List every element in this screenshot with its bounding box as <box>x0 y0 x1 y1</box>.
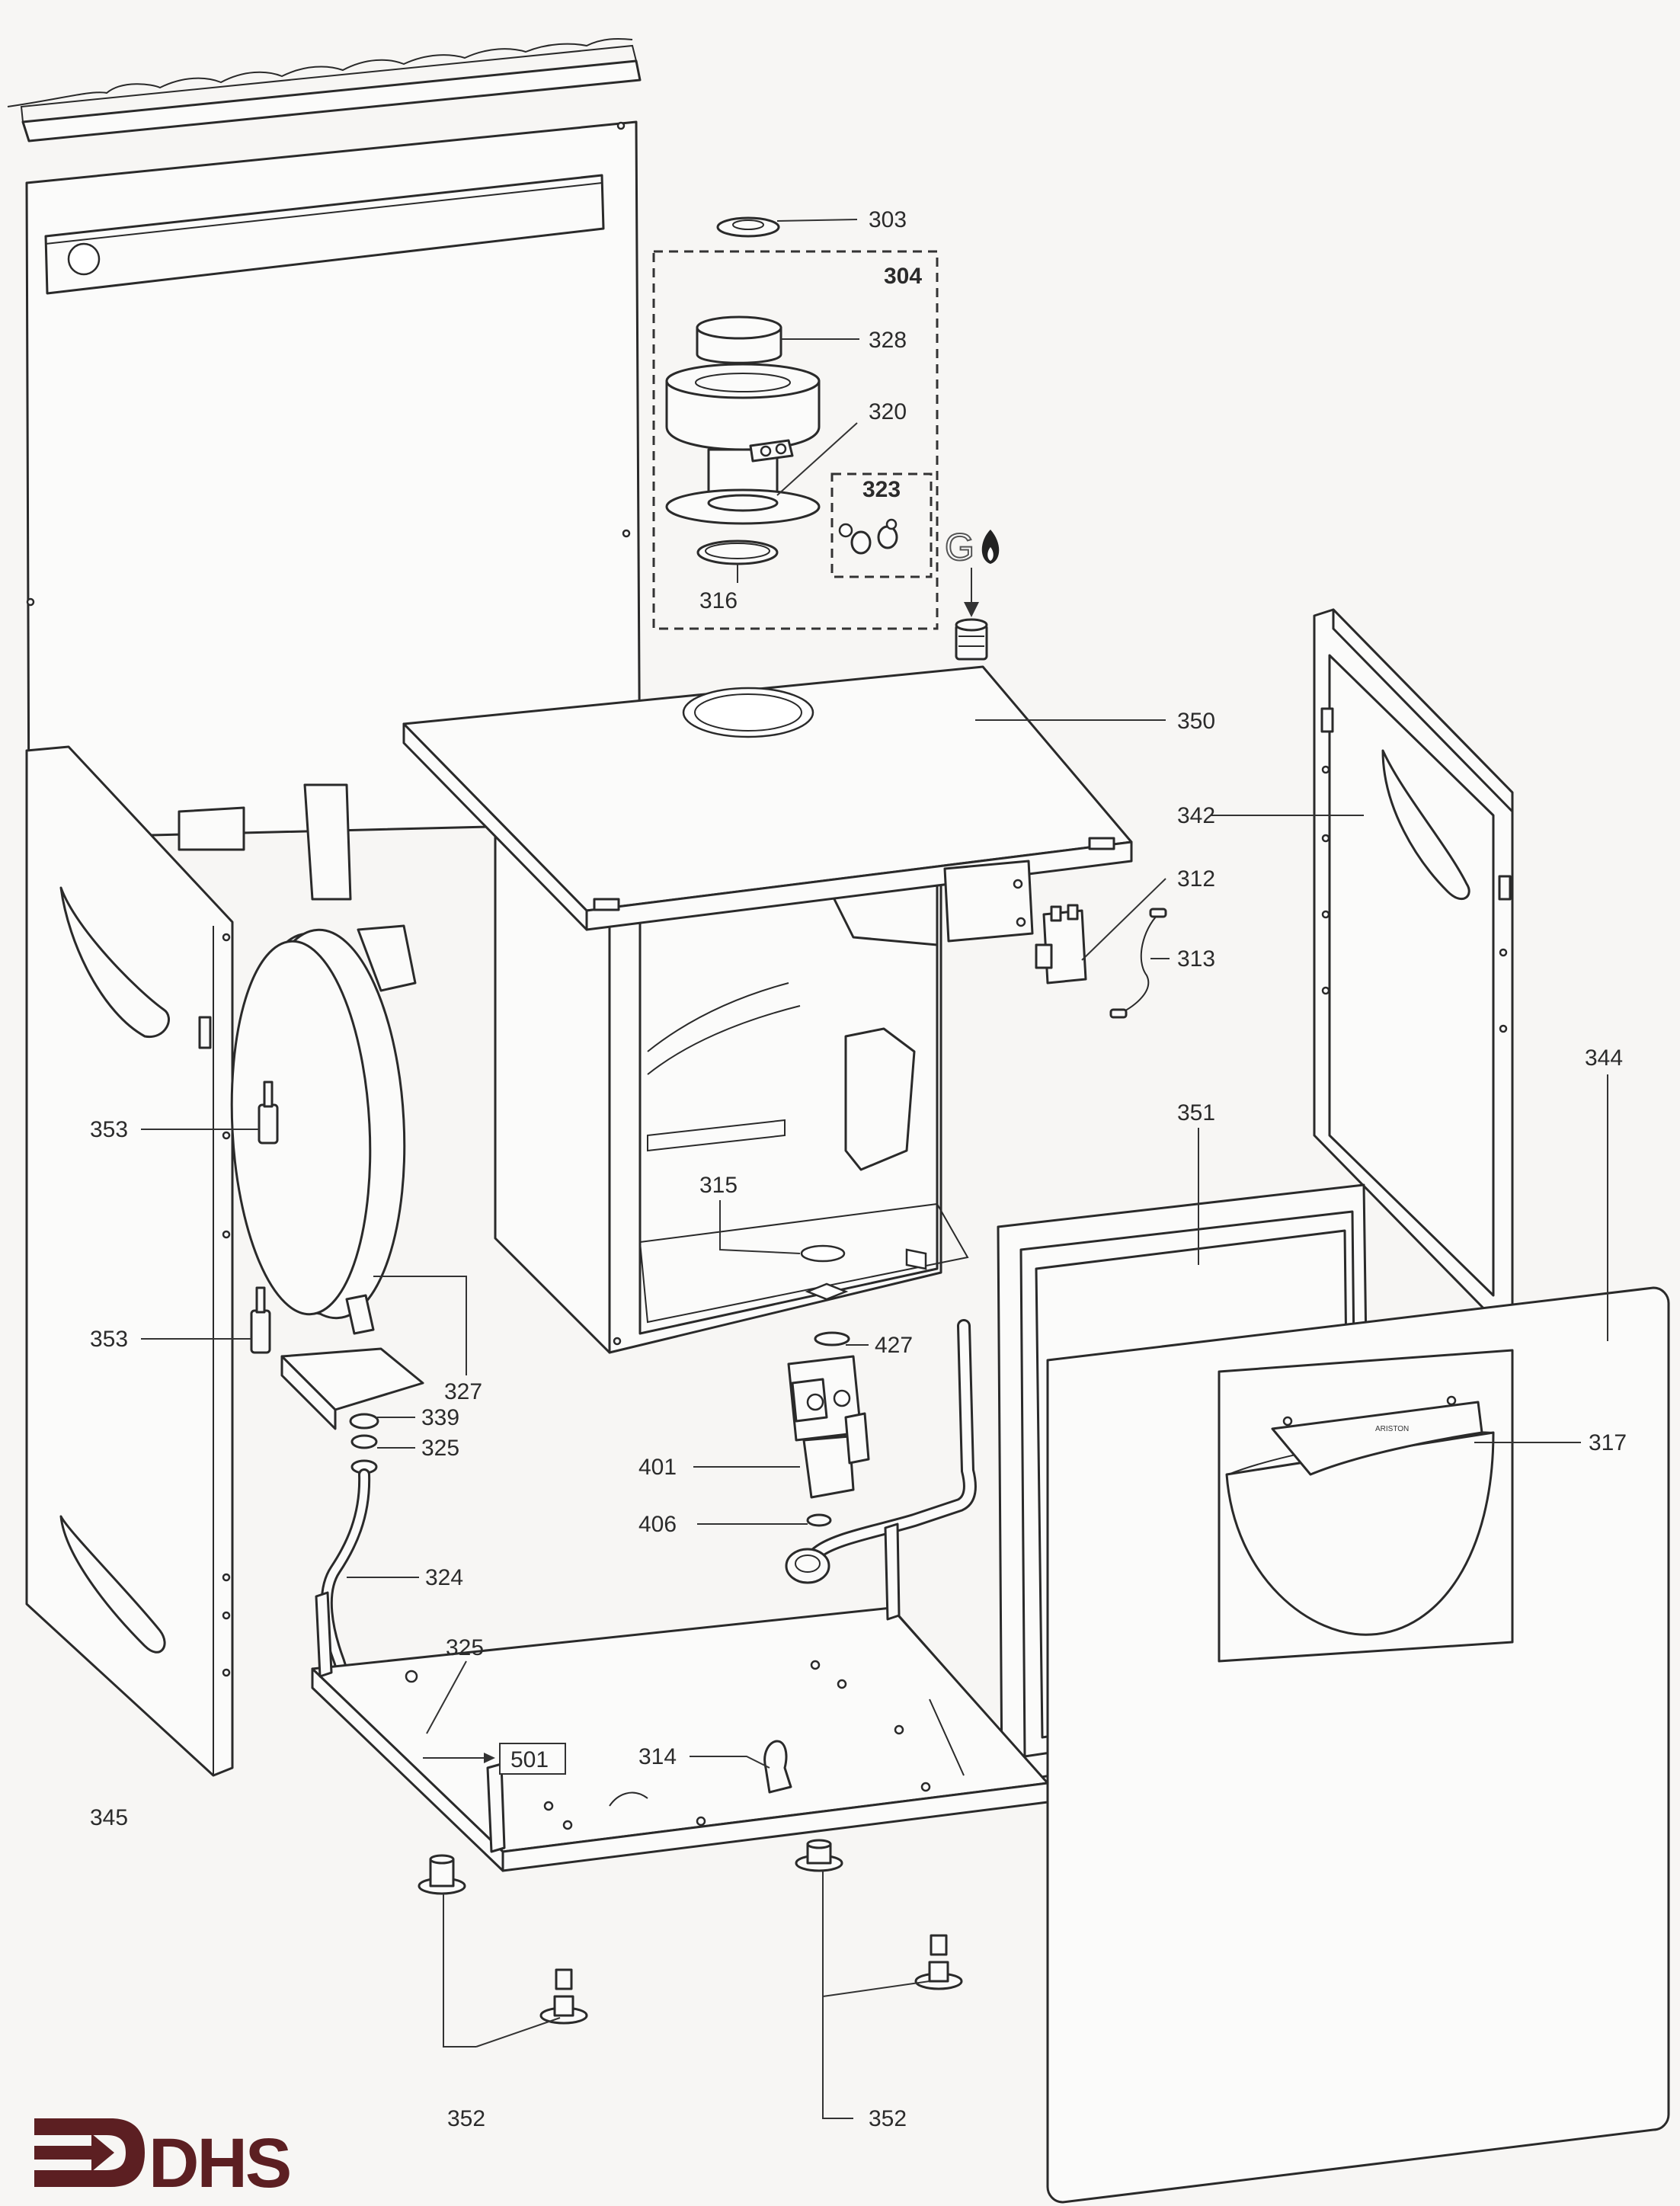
burner-port <box>800 1244 846 1263</box>
door-bowl <box>1225 1431 1495 1636</box>
callout-320: 320 <box>869 399 907 424</box>
callout-315: 315 <box>699 1173 738 1198</box>
clip-353-lower <box>250 1286 271 1354</box>
expansion-vessel <box>178 783 417 1335</box>
callout-328: 328 <box>869 328 907 353</box>
callout-427: 427 <box>875 1333 913 1358</box>
callout-350: 350 <box>1177 709 1215 734</box>
gas-symbol: G <box>944 525 1000 569</box>
callout-339: 339 <box>421 1405 459 1430</box>
callout-353-lower: 353 <box>90 1327 128 1352</box>
callout-342: 342 <box>1177 803 1215 828</box>
front-door: ARISTON <box>1046 1286 1670 2204</box>
gas-pipe <box>785 1319 977 1584</box>
flue-hole <box>67 242 101 276</box>
callout-327: 327 <box>444 1379 482 1404</box>
foot-352-center <box>795 1839 843 1872</box>
callout-314: 314 <box>638 1744 677 1769</box>
callout-501: 501 <box>510 1747 549 1772</box>
right-handle-cutout <box>1381 749 1470 901</box>
callout-325-lower: 325 <box>446 1635 484 1660</box>
gas-valve-401 <box>787 1331 870 1527</box>
callout-352-right: 352 <box>869 2106 907 2131</box>
callout-345: 345 <box>90 1805 128 1830</box>
flue-opening <box>682 687 814 738</box>
clip-314 <box>763 1740 792 1794</box>
gas-letter: G <box>945 526 974 568</box>
callout-304: 304 <box>884 264 922 289</box>
callout-labels: 303 304 328 320 323 316 350 342 312 313 … <box>90 207 1627 2131</box>
top-rail-bracket <box>7 38 642 142</box>
flame-icon <box>981 530 1000 564</box>
vessel-bracket <box>280 1347 424 1474</box>
callout-401: 401 <box>638 1455 677 1480</box>
callout-344: 344 <box>1585 1045 1623 1071</box>
callout-353-upper: 353 <box>90 1117 128 1142</box>
callout-351: 351 <box>1177 1100 1215 1125</box>
callout-501-box <box>499 1743 566 1775</box>
callout-313: 313 <box>1177 946 1215 972</box>
callout-323: 323 <box>862 477 901 502</box>
relay-312 <box>1035 904 1087 985</box>
handle-cutout-bottom <box>59 1515 166 1654</box>
dhs-logo-mark <box>34 2118 145 2187</box>
foot-352-left-rear <box>539 1968 588 2025</box>
callout-325-upper: 325 <box>421 1436 459 1461</box>
callout-312: 312 <box>1177 866 1215 892</box>
clip-353-upper <box>258 1081 279 1145</box>
left-side-panel <box>25 745 234 1777</box>
leader-lines <box>141 219 1608 2119</box>
foot-352-left-front <box>418 1854 466 1895</box>
dhs-logo: DHS <box>34 2118 292 2202</box>
front-panel-brand: ARISTON <box>1375 1425 1409 1433</box>
callout-303: 303 <box>869 207 907 232</box>
foot-352-right <box>914 1934 963 1990</box>
door-flap <box>1271 1401 1483 1476</box>
top-cover <box>402 665 1133 943</box>
handle-cutout-top <box>59 886 170 1038</box>
flue-kit-304 <box>652 216 939 630</box>
base-tray <box>311 1522 1049 1872</box>
callout-324: 324 <box>425 1565 463 1590</box>
callout-406: 406 <box>638 1512 677 1537</box>
dhs-logo-text: DHS <box>149 2124 290 2202</box>
callout-352-left: 352 <box>447 2106 485 2131</box>
probe-313 <box>1109 908 1167 1019</box>
right-side-panel <box>1313 608 1514 1320</box>
callout-317: 317 <box>1589 1430 1627 1455</box>
gas-inlet-fitting <box>955 568 988 661</box>
callout-316: 316 <box>699 588 738 613</box>
